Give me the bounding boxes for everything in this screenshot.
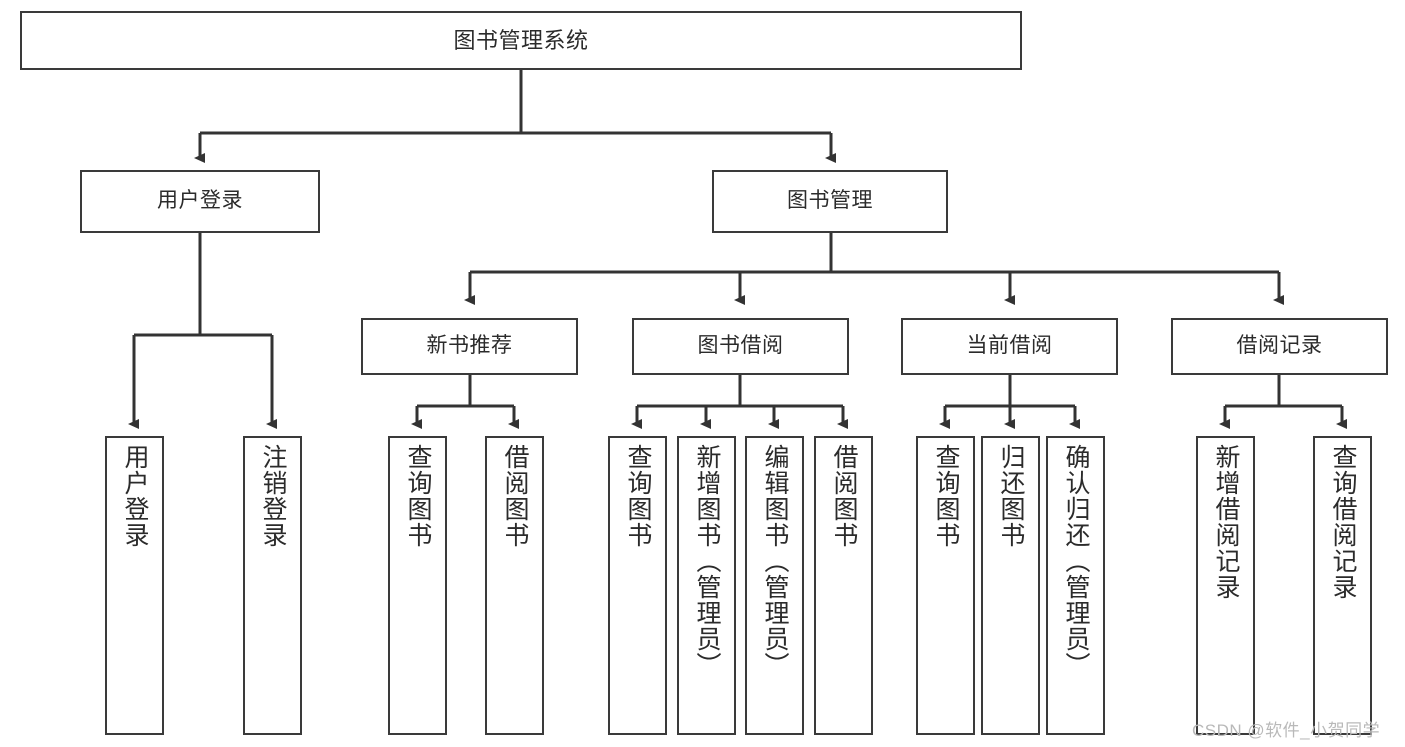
node-leaf-borrow-book-2-label: 借阅图书 [830, 444, 858, 548]
node-user-login[interactable]: 用户登录 [80, 170, 320, 233]
node-new-book-recommend[interactable]: 新书推荐 [361, 318, 578, 375]
node-borrow-record[interactable]: 借阅记录 [1171, 318, 1388, 375]
node-leaf-return-book[interactable]: 归还图书 [981, 436, 1040, 735]
node-leaf-confirm-return-label: 确认归还（管理员） [1062, 444, 1090, 678]
node-leaf-add-record-label: 新增借阅记录 [1212, 444, 1240, 600]
node-leaf-query-book-2[interactable]: 查询图书 [608, 436, 667, 735]
node-leaf-logout[interactable]: 注销登录 [243, 436, 302, 735]
node-leaf-add-book-label: 新增图书（管理员） [693, 444, 721, 678]
node-leaf-borrow-book-1-label: 借阅图书 [501, 444, 529, 548]
node-current-borrow-label: 当前借阅 [966, 334, 1053, 358]
node-leaf-query-book-1-label: 查询图书 [404, 444, 432, 548]
node-leaf-user-login-label: 用户登录 [121, 444, 149, 548]
node-leaf-query-record-label: 查询借阅记录 [1329, 444, 1357, 600]
node-user-login-label: 用户登录 [157, 189, 243, 213]
node-leaf-borrow-book-2[interactable]: 借阅图书 [814, 436, 873, 735]
node-book-manage[interactable]: 图书管理 [712, 170, 948, 233]
node-leaf-add-record[interactable]: 新增借阅记录 [1196, 436, 1255, 735]
node-root-label: 图书管理系统 [453, 27, 589, 53]
node-leaf-query-book-3[interactable]: 查询图书 [916, 436, 975, 735]
node-root[interactable]: 图书管理系统 [20, 11, 1022, 70]
node-leaf-confirm-return[interactable]: 确认归还（管理员） [1046, 436, 1105, 735]
node-leaf-return-book-label: 归还图书 [997, 444, 1025, 548]
node-leaf-query-book-1[interactable]: 查询图书 [388, 436, 447, 735]
csdn-watermark: CSDN @软件_小贺同学 [1192, 721, 1381, 740]
node-current-borrow[interactable]: 当前借阅 [901, 318, 1118, 375]
node-book-borrow[interactable]: 图书借阅 [632, 318, 849, 375]
node-leaf-user-login[interactable]: 用户登录 [105, 436, 164, 735]
node-leaf-query-book-2-label: 查询图书 [624, 444, 652, 548]
node-leaf-edit-book-label: 编辑图书（管理员） [761, 444, 789, 678]
node-leaf-query-book-3-label: 查询图书 [932, 444, 960, 548]
node-leaf-logout-label: 注销登录 [259, 444, 287, 548]
node-leaf-edit-book[interactable]: 编辑图书（管理员） [745, 436, 804, 735]
node-book-manage-label: 图书管理 [787, 189, 873, 213]
node-leaf-add-book[interactable]: 新增图书（管理员） [677, 436, 736, 735]
node-leaf-query-record[interactable]: 查询借阅记录 [1313, 436, 1372, 735]
node-new-book-recommend-label: 新书推荐 [426, 334, 513, 358]
node-leaf-borrow-book-1[interactable]: 借阅图书 [485, 436, 544, 735]
node-book-borrow-label: 图书借阅 [697, 334, 784, 358]
node-borrow-record-label: 借阅记录 [1236, 334, 1323, 358]
